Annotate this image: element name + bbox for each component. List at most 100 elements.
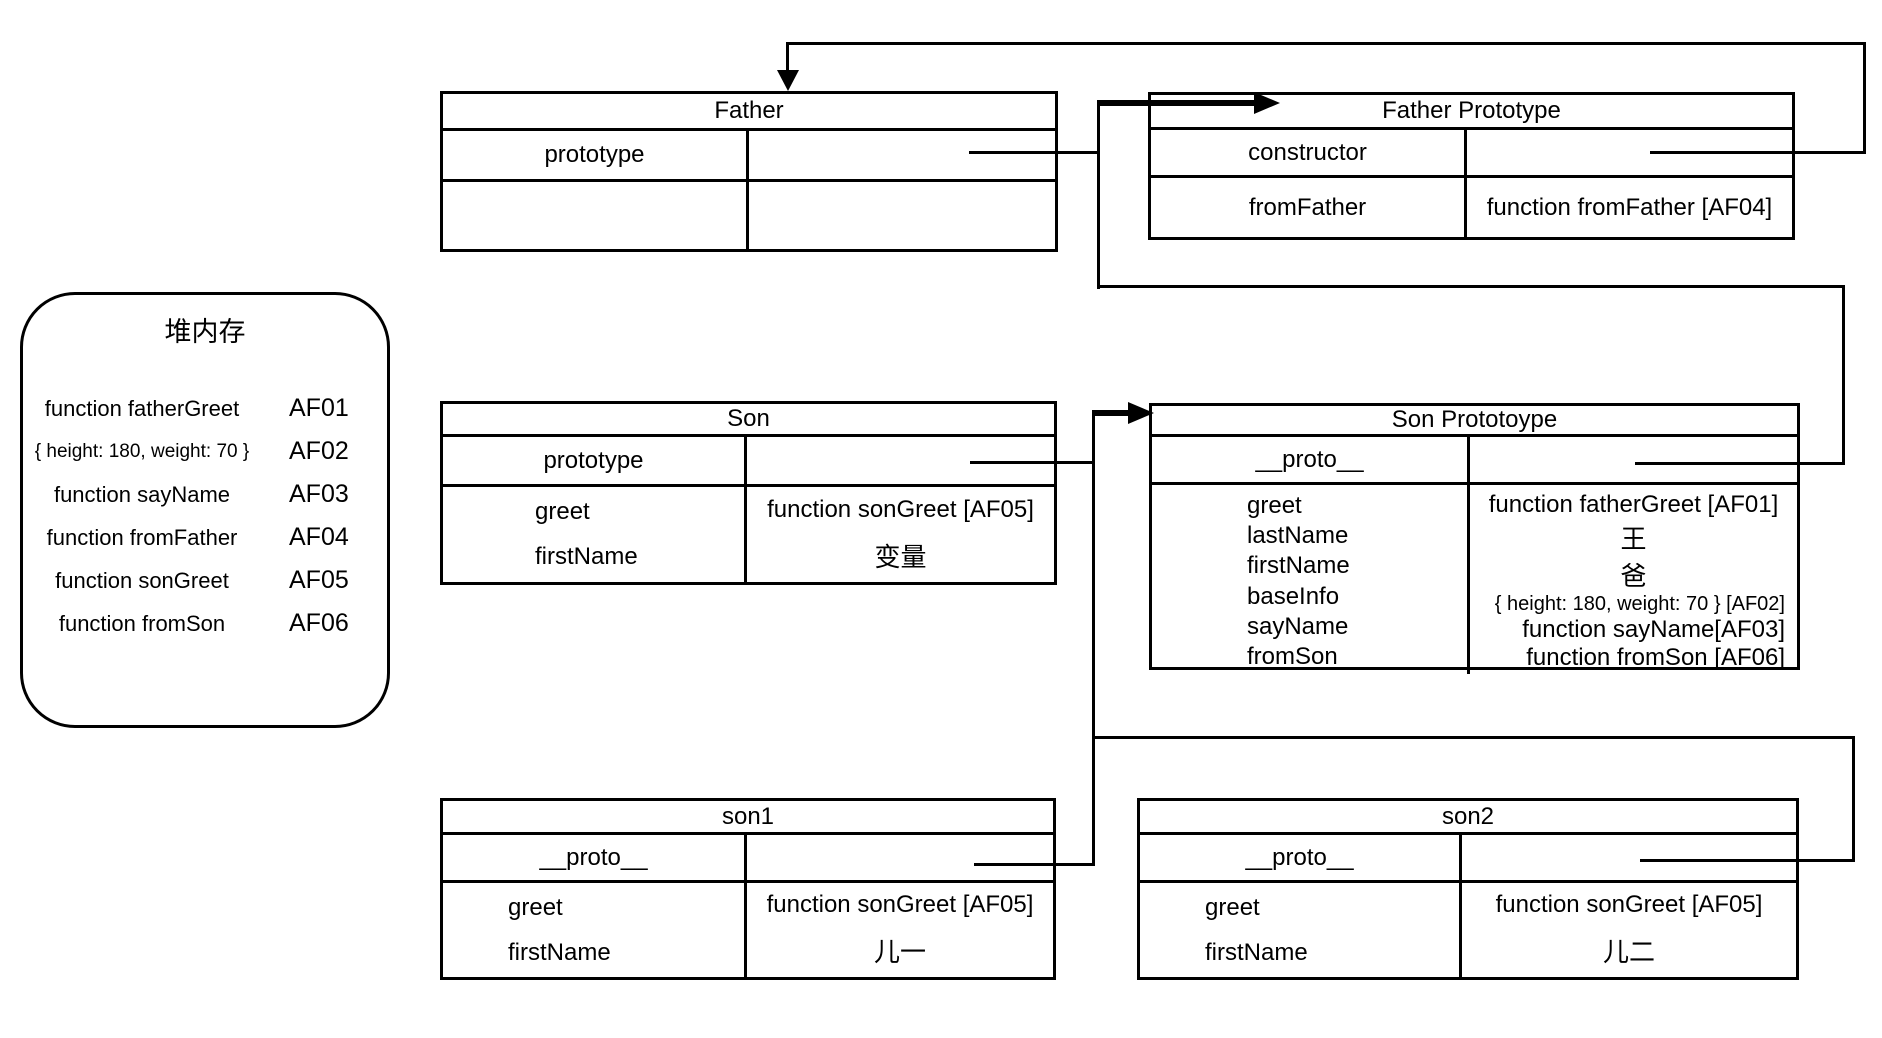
member-value: 变量 xyxy=(874,541,927,572)
box-son-prototype-title: Son Prototoype xyxy=(1152,406,1797,437)
member-key: baseInfo xyxy=(1247,582,1340,610)
son2-member-keys: greet firstName xyxy=(1140,883,1462,977)
member-value: function fromSon [AF06] xyxy=(1526,644,1785,671)
son-prototype-row: prototype xyxy=(443,437,1054,487)
sonproto-members-row: greet lastName firstName baseInfo sayNam… xyxy=(1152,485,1797,674)
father-empty-key xyxy=(443,182,749,249)
member-value: 爸 xyxy=(1620,561,1647,591)
father-empty-value xyxy=(749,182,1055,249)
arrowhead-to-son-prototype xyxy=(1128,402,1154,424)
member-value: function sonGreet [AF05] xyxy=(767,495,1034,523)
heap-entry: function fromSon AF06 xyxy=(23,602,387,645)
arrow-to-son-prototype-vertical xyxy=(1092,410,1095,866)
heap-entry: function fromFather AF04 xyxy=(23,516,387,559)
son2-proto-value xyxy=(1462,835,1796,880)
father-prototype-value xyxy=(749,131,1055,179)
heap-entry-address: AF02 xyxy=(289,437,349,465)
sonproto-proto-value xyxy=(1470,437,1797,482)
heap-entry-name: function fatherGreet xyxy=(44,395,240,421)
member-key: greet xyxy=(535,497,590,525)
member-value: 儿二 xyxy=(1602,936,1655,967)
heap-entry-name: { height: 180, weight: 70 } xyxy=(34,440,250,462)
box-son-prototype: Son Prototoype __proto__ greet lastName … xyxy=(1149,403,1800,674)
son1-member-values: function sonGreet [AF05] 儿一 xyxy=(747,883,1053,977)
heap-entry-name: function sayName xyxy=(53,481,231,507)
arrow-constructor-right-vertical xyxy=(1863,42,1866,154)
fromfather-row: fromFather function fromFather [AF04] xyxy=(1151,178,1792,237)
arrow-son2-proto-right-vertical xyxy=(1852,736,1855,862)
heap-entry-name: function sonGreet xyxy=(55,567,229,593)
box-son1-title: son1 xyxy=(443,801,1053,835)
arrow-son1-proto-segment xyxy=(974,863,1095,866)
constructor-key: constructor xyxy=(1151,130,1467,175)
arrow-to-father-prototype-shaft xyxy=(1097,100,1255,106)
son1-members-row: greet firstName function sonGreet [AF05]… xyxy=(443,883,1053,977)
arrow-constructor-segment xyxy=(1650,151,1866,154)
father-prototype-row: prototype xyxy=(443,131,1055,182)
arrow-sonproto-proto-segment xyxy=(1635,462,1845,465)
arrow-to-father-prototype-vertical xyxy=(1097,100,1100,289)
heap-entry-name: function fromFather xyxy=(46,524,238,550)
arrow-father-prototype-segment xyxy=(969,151,1100,154)
arrow-son2-proto-segment xyxy=(1640,859,1855,862)
heap-entry: function sayName AF03 xyxy=(23,473,387,516)
box-son1: son1 __proto__ greet firstName function … xyxy=(440,798,1056,980)
son2-proto-row: __proto__ xyxy=(1140,835,1796,883)
box-son: Son prototype greet firstName function s… xyxy=(440,401,1057,585)
heap-entry-address: AF06 xyxy=(289,609,349,637)
box-son2-title: son2 xyxy=(1140,801,1796,835)
heap-entry-name: function fromSon xyxy=(58,610,226,636)
member-key: firstName xyxy=(508,938,611,966)
son-member-values: function sonGreet [AF05] 变量 xyxy=(747,487,1054,582)
heap-memory-box: 堆内存 function fatherGreet AF01 { height: … xyxy=(20,292,390,728)
son1-member-keys: greet firstName xyxy=(443,883,747,977)
member-value: { height: 180, weight: 70 } [AF02] xyxy=(1494,593,1785,615)
arrow-constructor-top-segment xyxy=(786,42,1866,45)
member-key: greet xyxy=(1205,893,1260,921)
sonproto-member-keys: greet lastName firstName baseInfo sayNam… xyxy=(1152,485,1470,674)
box-son-title: Son xyxy=(443,404,1054,437)
arrow-to-son-prototype-shaft xyxy=(1092,410,1130,416)
heap-entry-address: AF01 xyxy=(289,394,349,422)
member-key: greet xyxy=(1247,492,1302,520)
arrow-sonproto-proto-right-vertical xyxy=(1842,285,1845,465)
heap-entry: { height: 180, weight: 70 } AF02 xyxy=(23,430,387,473)
member-value: function sonGreet [AF05] xyxy=(1495,891,1763,919)
sonproto-proto-row: __proto__ xyxy=(1152,437,1797,485)
fromfather-value: function fromFather [AF04] xyxy=(1486,193,1773,221)
heap-entry: function sonGreet AF05 xyxy=(23,559,387,602)
son1-proto-row: __proto__ xyxy=(443,835,1053,883)
son2-proto-key: __proto__ xyxy=(1140,835,1462,880)
father-prototype-key: prototype xyxy=(443,131,749,179)
arrow-son-prototype-segment xyxy=(970,461,1095,464)
heap-entries: function fatherGreet AF01 { height: 180,… xyxy=(23,387,387,645)
member-value: 王 xyxy=(1620,524,1647,554)
son1-proto-key: __proto__ xyxy=(443,835,747,880)
member-key: fromSon xyxy=(1247,642,1338,670)
father-empty-row xyxy=(443,182,1055,249)
son-prototype-key: prototype xyxy=(443,437,747,484)
member-key: lastName xyxy=(1247,522,1349,550)
son2-members-row: greet firstName function sonGreet [AF05]… xyxy=(1140,883,1796,977)
heap-entry-address: AF04 xyxy=(289,523,349,551)
arrow-to-father-vertical xyxy=(786,42,789,74)
member-key: firstName xyxy=(1247,552,1350,580)
heap-entry-address: AF05 xyxy=(289,566,349,594)
son1-proto-value xyxy=(747,835,1053,880)
member-value: function fatherGreet [AF01] xyxy=(1488,491,1779,518)
box-father-prototype-title: Father Prototype xyxy=(1151,95,1792,130)
fromfather-key: fromFather xyxy=(1151,178,1467,237)
member-key: sayName xyxy=(1247,612,1349,640)
box-father-title: Father xyxy=(443,94,1055,131)
box-father: Father prototype xyxy=(440,91,1058,252)
member-key: firstName xyxy=(1205,938,1308,966)
sonproto-proto-key: __proto__ xyxy=(1152,437,1470,482)
heap-title: 堆内存 xyxy=(164,316,246,347)
box-son2: son2 __proto__ greet firstName function … xyxy=(1137,798,1799,980)
member-value: 儿一 xyxy=(873,936,926,967)
member-key: firstName xyxy=(535,543,638,571)
arrowhead-to-father xyxy=(777,70,799,91)
member-key: greet xyxy=(508,893,563,921)
sonproto-member-values: function fatherGreet [AF01] 王 爸 { height… xyxy=(1470,485,1797,674)
